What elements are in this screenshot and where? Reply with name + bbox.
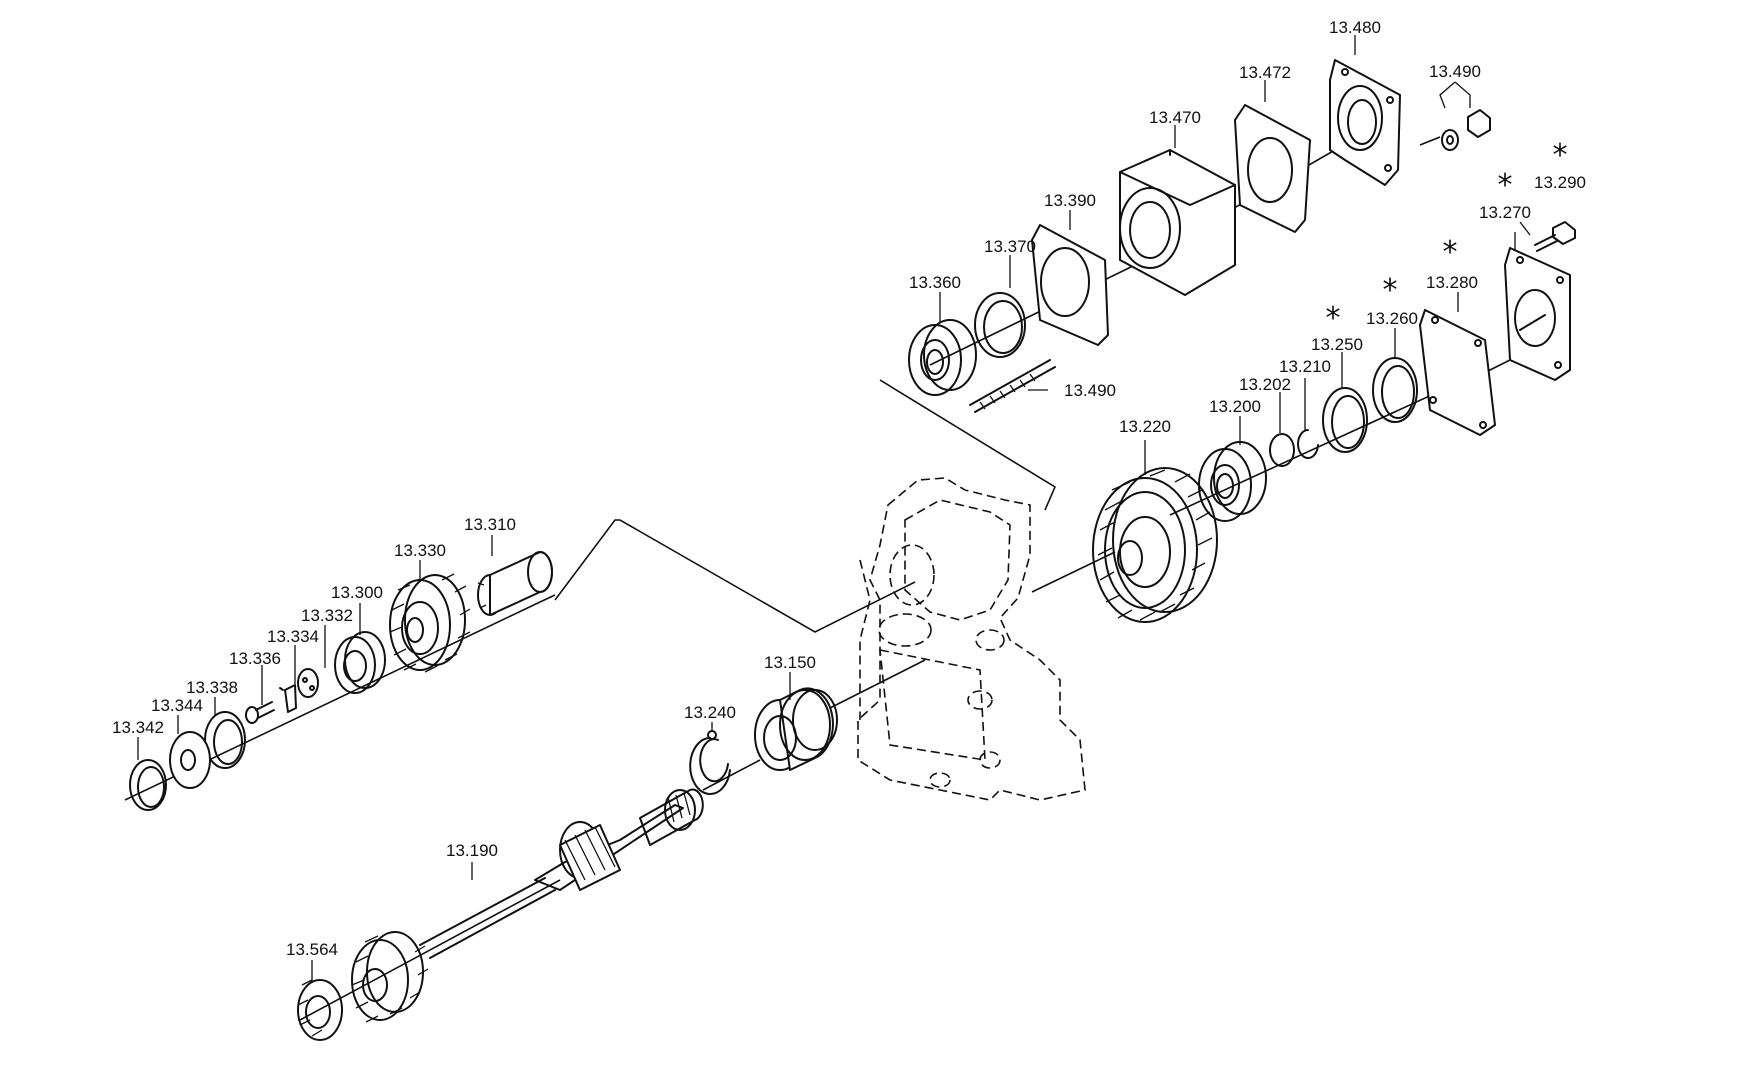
snap-ring-13210 bbox=[1297, 429, 1319, 459]
label-13480: 13.480 bbox=[1329, 18, 1381, 37]
label-13210: 13.210 bbox=[1279, 357, 1331, 376]
snap-ring-13240 bbox=[689, 730, 731, 795]
part-labels: 13.480 13.472 13.490 13.470 * 13.290 13.… bbox=[112, 18, 1586, 959]
label-13332: 13.332 bbox=[301, 606, 353, 625]
disc-13344 bbox=[169, 731, 211, 789]
gasket-13472 bbox=[1234, 104, 1311, 233]
label-13250: 13.250 bbox=[1311, 335, 1363, 354]
ring-13250 bbox=[1322, 387, 1368, 453]
pinion-13564 bbox=[297, 931, 429, 1041]
ring-13338 bbox=[204, 711, 246, 769]
label-13200: 13.200 bbox=[1209, 397, 1261, 416]
label-13334: 13.334 bbox=[267, 627, 319, 646]
bearing-13360 bbox=[908, 319, 977, 396]
stud-13490 bbox=[969, 359, 1056, 413]
cover-13270 bbox=[1504, 247, 1571, 381]
sleeve-13310 bbox=[477, 551, 553, 616]
bearing-13300 bbox=[334, 631, 386, 694]
bolt-13290 bbox=[1534, 221, 1576, 252]
label-13342: 13.342 bbox=[112, 718, 164, 737]
label-13202: 13.202 bbox=[1239, 375, 1291, 394]
label-13260: 13.260 bbox=[1366, 309, 1418, 328]
bearing-13200 bbox=[1198, 441, 1267, 522]
label-13564: 13.564 bbox=[286, 940, 338, 959]
gasket-13390 bbox=[1031, 224, 1109, 346]
label-13240: 13.240 bbox=[684, 703, 736, 722]
label-13280: 13.280 bbox=[1426, 273, 1478, 292]
marker-13290: * bbox=[1553, 138, 1568, 173]
marker-13250: * bbox=[1326, 301, 1341, 336]
gear-13330 bbox=[389, 573, 471, 673]
ring-13370 bbox=[974, 292, 1026, 358]
snap-ring-13342 bbox=[129, 759, 167, 811]
label-13470: 13.470 bbox=[1149, 108, 1201, 127]
marker-13280: * bbox=[1443, 235, 1458, 270]
label-13490-stud: 13.490 bbox=[1064, 381, 1116, 400]
cover-flange-13480 bbox=[1329, 59, 1401, 186]
label-13190: 13.190 bbox=[446, 841, 498, 860]
label-leaders bbox=[137, 35, 1531, 982]
housing-block-13470 bbox=[1119, 149, 1236, 296]
bolt-13336 bbox=[245, 701, 275, 724]
label-13290: 13.290 bbox=[1534, 173, 1586, 192]
label-13490-nut: 13.490 bbox=[1429, 62, 1481, 81]
shaft-13190 bbox=[419, 788, 704, 959]
gear-13220 bbox=[1092, 467, 1218, 623]
marker-13270: * bbox=[1498, 168, 1513, 203]
ring-13202 bbox=[1269, 433, 1295, 467]
label-13338: 13.338 bbox=[186, 678, 238, 697]
label-13472: 13.472 bbox=[1239, 63, 1291, 82]
label-13300: 13.300 bbox=[331, 583, 383, 602]
gasket-13280 bbox=[1419, 309, 1496, 436]
label-13220: 13.220 bbox=[1119, 417, 1171, 436]
nut-and-washer-13490 bbox=[1441, 109, 1491, 151]
label-13370: 13.370 bbox=[984, 237, 1036, 256]
washer-13332 bbox=[297, 668, 319, 698]
label-13344: 13.344 bbox=[151, 696, 203, 715]
gearbox-housing bbox=[857, 477, 1086, 801]
marker-13260: * bbox=[1383, 273, 1398, 308]
label-13336: 13.336 bbox=[229, 649, 281, 668]
assembly-axis-lines bbox=[124, 136, 1521, 1021]
label-13270: 13.270 bbox=[1479, 203, 1531, 222]
lock-plate-13334 bbox=[279, 684, 297, 713]
label-13360: 13.360 bbox=[909, 273, 961, 292]
label-13310: 13.310 bbox=[464, 515, 516, 534]
label-13330: 13.330 bbox=[394, 541, 446, 560]
label-13390: 13.390 bbox=[1044, 191, 1096, 210]
hub-13150 bbox=[754, 687, 838, 771]
label-13150: 13.150 bbox=[764, 653, 816, 672]
